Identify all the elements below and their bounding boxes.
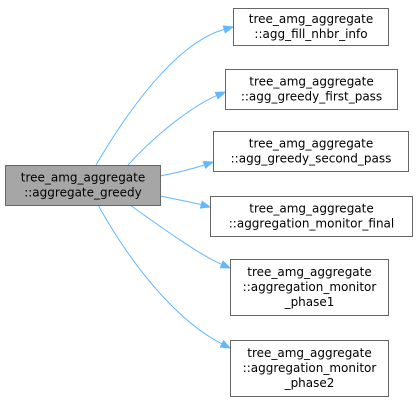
edge-line bbox=[127, 95, 217, 166]
node-aggregation-monitor-phase1[interactable]: tree_amg_aggregate::aggregation_monitor_… bbox=[230, 259, 389, 316]
node-aggregate-greedy-label-line-1: tree_amg_aggregate bbox=[21, 171, 146, 185]
node-agg-greedy-second-pass-label-line-2: ::agg_greedy_second_pass bbox=[231, 152, 392, 166]
edge-5 bbox=[129, 204, 232, 269]
node-aggregation-monitor-phase2-label-line-1: tree_amg_aggregate bbox=[247, 346, 372, 360]
edge-arrowhead bbox=[219, 260, 232, 269]
edge-arrowhead bbox=[219, 339, 232, 349]
node-aggregation-monitor-final-label-line-2: ::aggregation_monitor_final bbox=[229, 217, 395, 231]
node-aggregation-monitor-phase1-label-line-2: ::aggregation_monitor bbox=[243, 280, 377, 294]
edge-3 bbox=[159, 160, 215, 177]
node-aggregation-monitor-phase1-label-line-1: tree_amg_aggregate bbox=[247, 265, 372, 279]
edge-2 bbox=[127, 91, 227, 166]
node-aggregate-greedy-box bbox=[5, 165, 161, 206]
edge-line bbox=[97, 204, 223, 345]
node-aggregate-greedy-label-line-2: ::aggregate_greedy bbox=[24, 186, 142, 200]
node-agg-fill-nhbr-info-label-line-1: tree_amg_aggregate bbox=[249, 12, 374, 26]
node-agg-fill-nhbr-info-label-line-2: ::agg_fill_nhbr_info bbox=[254, 27, 367, 41]
node-agg-fill-nhbr-info[interactable]: tree_amg_aggregate::agg_fill_nhbr_info bbox=[233, 8, 389, 46]
node-agg-greedy-second-pass-box bbox=[213, 131, 409, 172]
edge-line bbox=[129, 204, 222, 265]
nodes: tree_amg_aggregate::aggregate_greedytree… bbox=[5, 8, 413, 397]
edge-arrowhead bbox=[202, 160, 215, 170]
node-agg-greedy-first-pass-label-line-1: tree_amg_aggregate bbox=[249, 75, 374, 89]
node-aggregate-greedy[interactable]: tree_amg_aggregate::aggregate_greedy bbox=[5, 165, 161, 206]
edge-line bbox=[159, 195, 202, 206]
edge-line bbox=[95, 28, 225, 166]
node-aggregation-monitor-final[interactable]: tree_amg_aggregate::aggregation_monitor_… bbox=[210, 196, 413, 237]
node-aggregation-monitor-phase2[interactable]: tree_amg_aggregate::aggregation_monitor_… bbox=[230, 340, 389, 397]
edge-6 bbox=[97, 204, 232, 349]
edge-4 bbox=[159, 195, 212, 209]
edges bbox=[95, 25, 235, 349]
edge-arrowhead bbox=[214, 91, 227, 100]
node-agg-greedy-first-pass-box bbox=[225, 69, 398, 110]
edge-arrowhead bbox=[199, 200, 212, 209]
node-aggregation-monitor-final-box bbox=[210, 196, 413, 237]
node-agg-greedy-second-pass-label-line-1: tree_amg_aggregate bbox=[249, 137, 374, 151]
node-aggregation-monitor-phase2-label-line-2: ::aggregation_monitor bbox=[243, 361, 377, 375]
node-aggregation-monitor-phase1-label-line-3: _phase1 bbox=[284, 295, 335, 309]
edge-line bbox=[159, 164, 205, 177]
node-aggregation-monitor-final-label-line-1: tree_amg_aggregate bbox=[249, 202, 374, 216]
node-agg-greedy-first-pass[interactable]: tree_amg_aggregate::agg_greedy_first_pas… bbox=[225, 69, 398, 110]
edge-arrowhead bbox=[222, 25, 235, 34]
node-agg-greedy-second-pass[interactable]: tree_amg_aggregate::agg_greedy_second_pa… bbox=[213, 131, 409, 172]
node-aggregation-monitor-phase2-label-line-3: _phase2 bbox=[284, 376, 335, 390]
node-aggregation-monitor-phase2-box bbox=[230, 340, 389, 397]
node-agg-greedy-first-pass-label-line-2: ::agg_greedy_first_pass bbox=[241, 90, 382, 104]
node-agg-fill-nhbr-info-box bbox=[233, 8, 389, 46]
node-aggregation-monitor-phase1-box bbox=[230, 259, 389, 316]
edge-1 bbox=[95, 25, 235, 166]
